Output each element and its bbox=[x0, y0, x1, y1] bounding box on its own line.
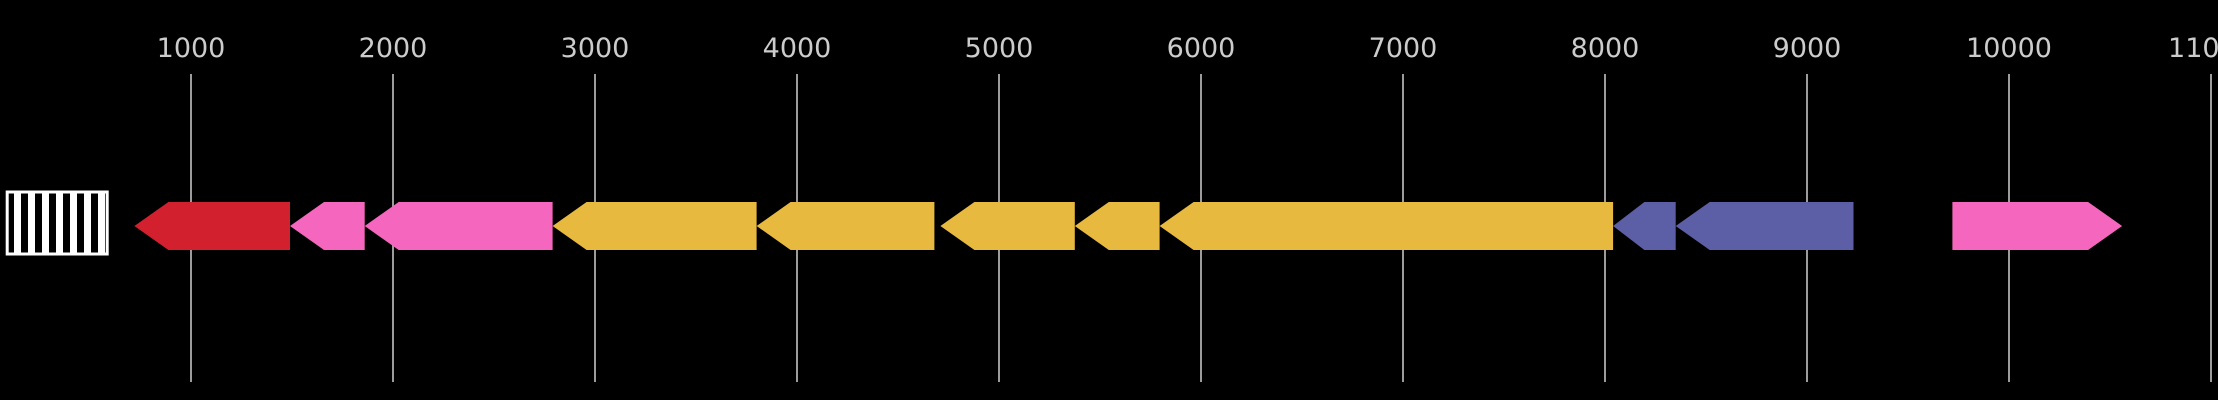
gene-arrow-8 bbox=[1159, 202, 1614, 250]
gene-arrow-4 bbox=[552, 202, 757, 250]
axis-tick-label-6000: 6000 bbox=[1167, 33, 1236, 64]
axis-tick-label-2000: 2000 bbox=[359, 33, 428, 64]
gene-arrow-6 bbox=[940, 202, 1075, 250]
axis-tick-label-9000: 9000 bbox=[1773, 33, 1842, 64]
gene-arrow-11 bbox=[1952, 202, 2123, 250]
gene-arrow-2 bbox=[290, 202, 365, 250]
gene-arrow-10 bbox=[1675, 202, 1854, 250]
axis-tick-label-4000: 4000 bbox=[763, 33, 832, 64]
gene-arrow-1 bbox=[134, 202, 290, 250]
axis-tick-label-7000: 7000 bbox=[1369, 33, 1438, 64]
gene-arrow-5 bbox=[756, 202, 935, 250]
axis-tick-label-8000: 8000 bbox=[1571, 33, 1640, 64]
axis-tick-label-1000: 1000 bbox=[157, 33, 226, 64]
axis-tick-label-10000: 10000 bbox=[1966, 33, 2052, 64]
axis-tick-label-11000: 11000 bbox=[2168, 33, 2218, 64]
striped-marker bbox=[5, 190, 109, 256]
gene-arrow-7 bbox=[1074, 202, 1160, 250]
gene-arrow-9 bbox=[1613, 202, 1676, 250]
axis-tick-label-3000: 3000 bbox=[561, 33, 630, 64]
gene-arrow-3 bbox=[364, 202, 553, 250]
axis-tick-label-5000: 5000 bbox=[965, 33, 1034, 64]
